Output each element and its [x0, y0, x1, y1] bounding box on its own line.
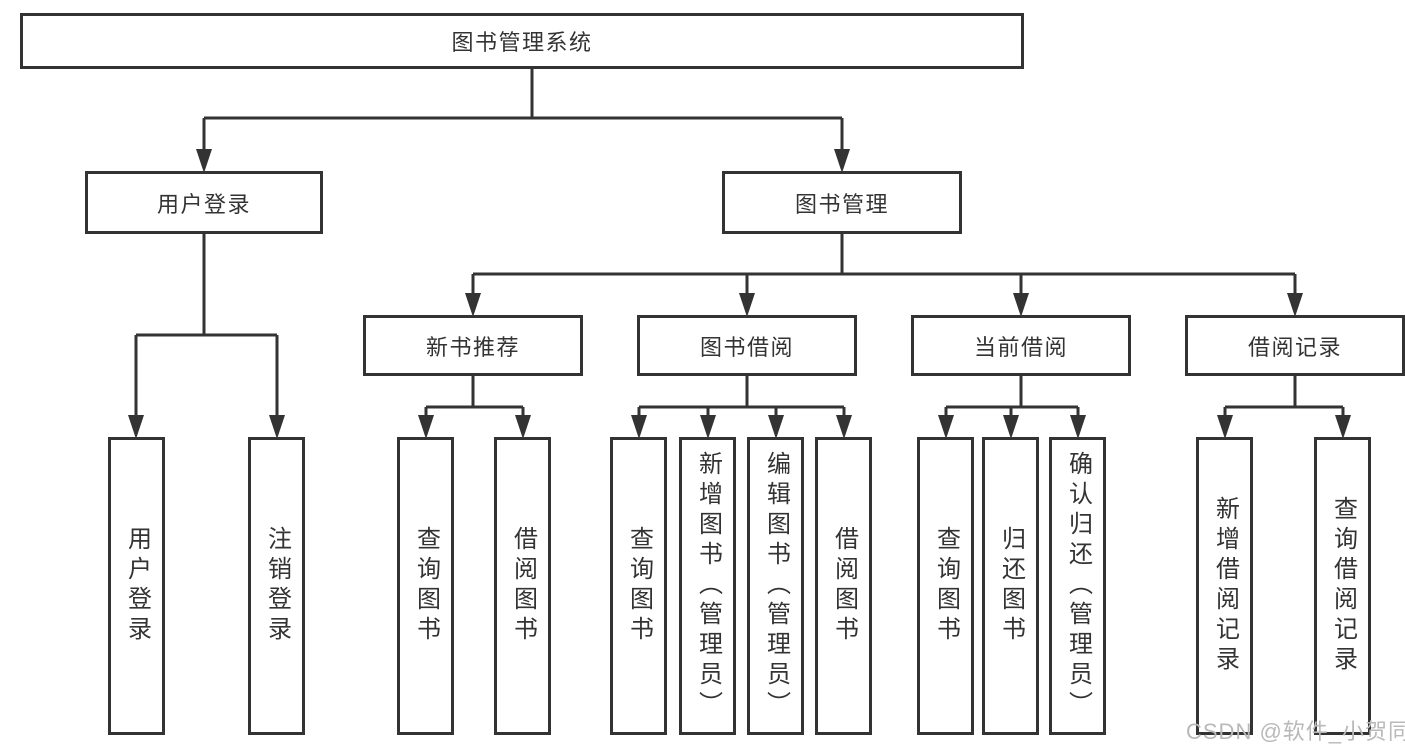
node-label: 借阅图书: [830, 526, 858, 646]
node-label: 借阅图书: [509, 526, 537, 646]
node-label: 查询图书: [412, 526, 440, 646]
node-label: 确认归还（管理员）: [1064, 451, 1092, 721]
node-library-management-system: 图书管理系统: [20, 13, 1024, 69]
leaf-records-query-borrow-record: 查询借阅记录: [1314, 437, 1371, 735]
node-label: 图书管理系统: [451, 30, 593, 55]
node-label: 图书管理: [794, 191, 889, 217]
leaf-newbook-borrow-books: 借阅图书: [494, 437, 551, 735]
leaf-current-return-books: 归还图书: [982, 437, 1039, 735]
leaf-borrowing-add-books-admin: 新增图书（管理员）: [679, 437, 736, 735]
node-label: 编辑图书（管理员）: [762, 451, 790, 721]
node-current-borrowing: 当前借阅: [911, 315, 1131, 376]
node-label: 查询借阅记录: [1329, 496, 1357, 676]
node-label: 图书借阅: [699, 334, 794, 360]
node-label: 用户登录: [156, 191, 251, 217]
leaf-current-confirm-return-admin: 确认归还（管理员）: [1049, 437, 1106, 735]
leaf-logout: 注销登录: [248, 437, 305, 735]
node-book-management: 图书管理: [722, 171, 962, 234]
node-new-book-recommend: 新书推荐: [363, 315, 583, 376]
leaf-current-query-books: 查询图书: [917, 437, 974, 735]
leaf-records-add-borrow-record: 新增借阅记录: [1196, 437, 1253, 735]
csdn-watermark: CSDN @软件_小贺同学: [1186, 719, 1405, 744]
node-label: 用户登录: [123, 526, 151, 646]
leaf-borrowing-borrow-books: 借阅图书: [815, 437, 872, 735]
node-label: 新书推荐: [425, 334, 520, 360]
node-book-borrowing: 图书借阅: [637, 315, 857, 376]
leaf-newbook-query-books: 查询图书: [397, 437, 454, 735]
node-label: 新增借阅记录: [1211, 496, 1239, 676]
node-user-login: 用户登录: [85, 171, 323, 234]
node-borrow-records: 借阅记录: [1185, 315, 1405, 376]
leaf-user-login: 用户登录: [108, 437, 165, 735]
node-label: 查询图书: [932, 526, 960, 646]
leaf-borrowing-query-books: 查询图书: [610, 437, 667, 735]
node-label: 归还图书: [997, 526, 1025, 646]
node-label: 查询图书: [625, 526, 653, 646]
node-label: 新增图书（管理员）: [694, 451, 722, 721]
leaf-borrowing-edit-books-admin: 编辑图书（管理员）: [747, 437, 804, 735]
node-label: 注销登录: [263, 526, 291, 646]
node-label: 当前借阅: [973, 334, 1068, 360]
node-label: 借阅记录: [1247, 334, 1342, 360]
